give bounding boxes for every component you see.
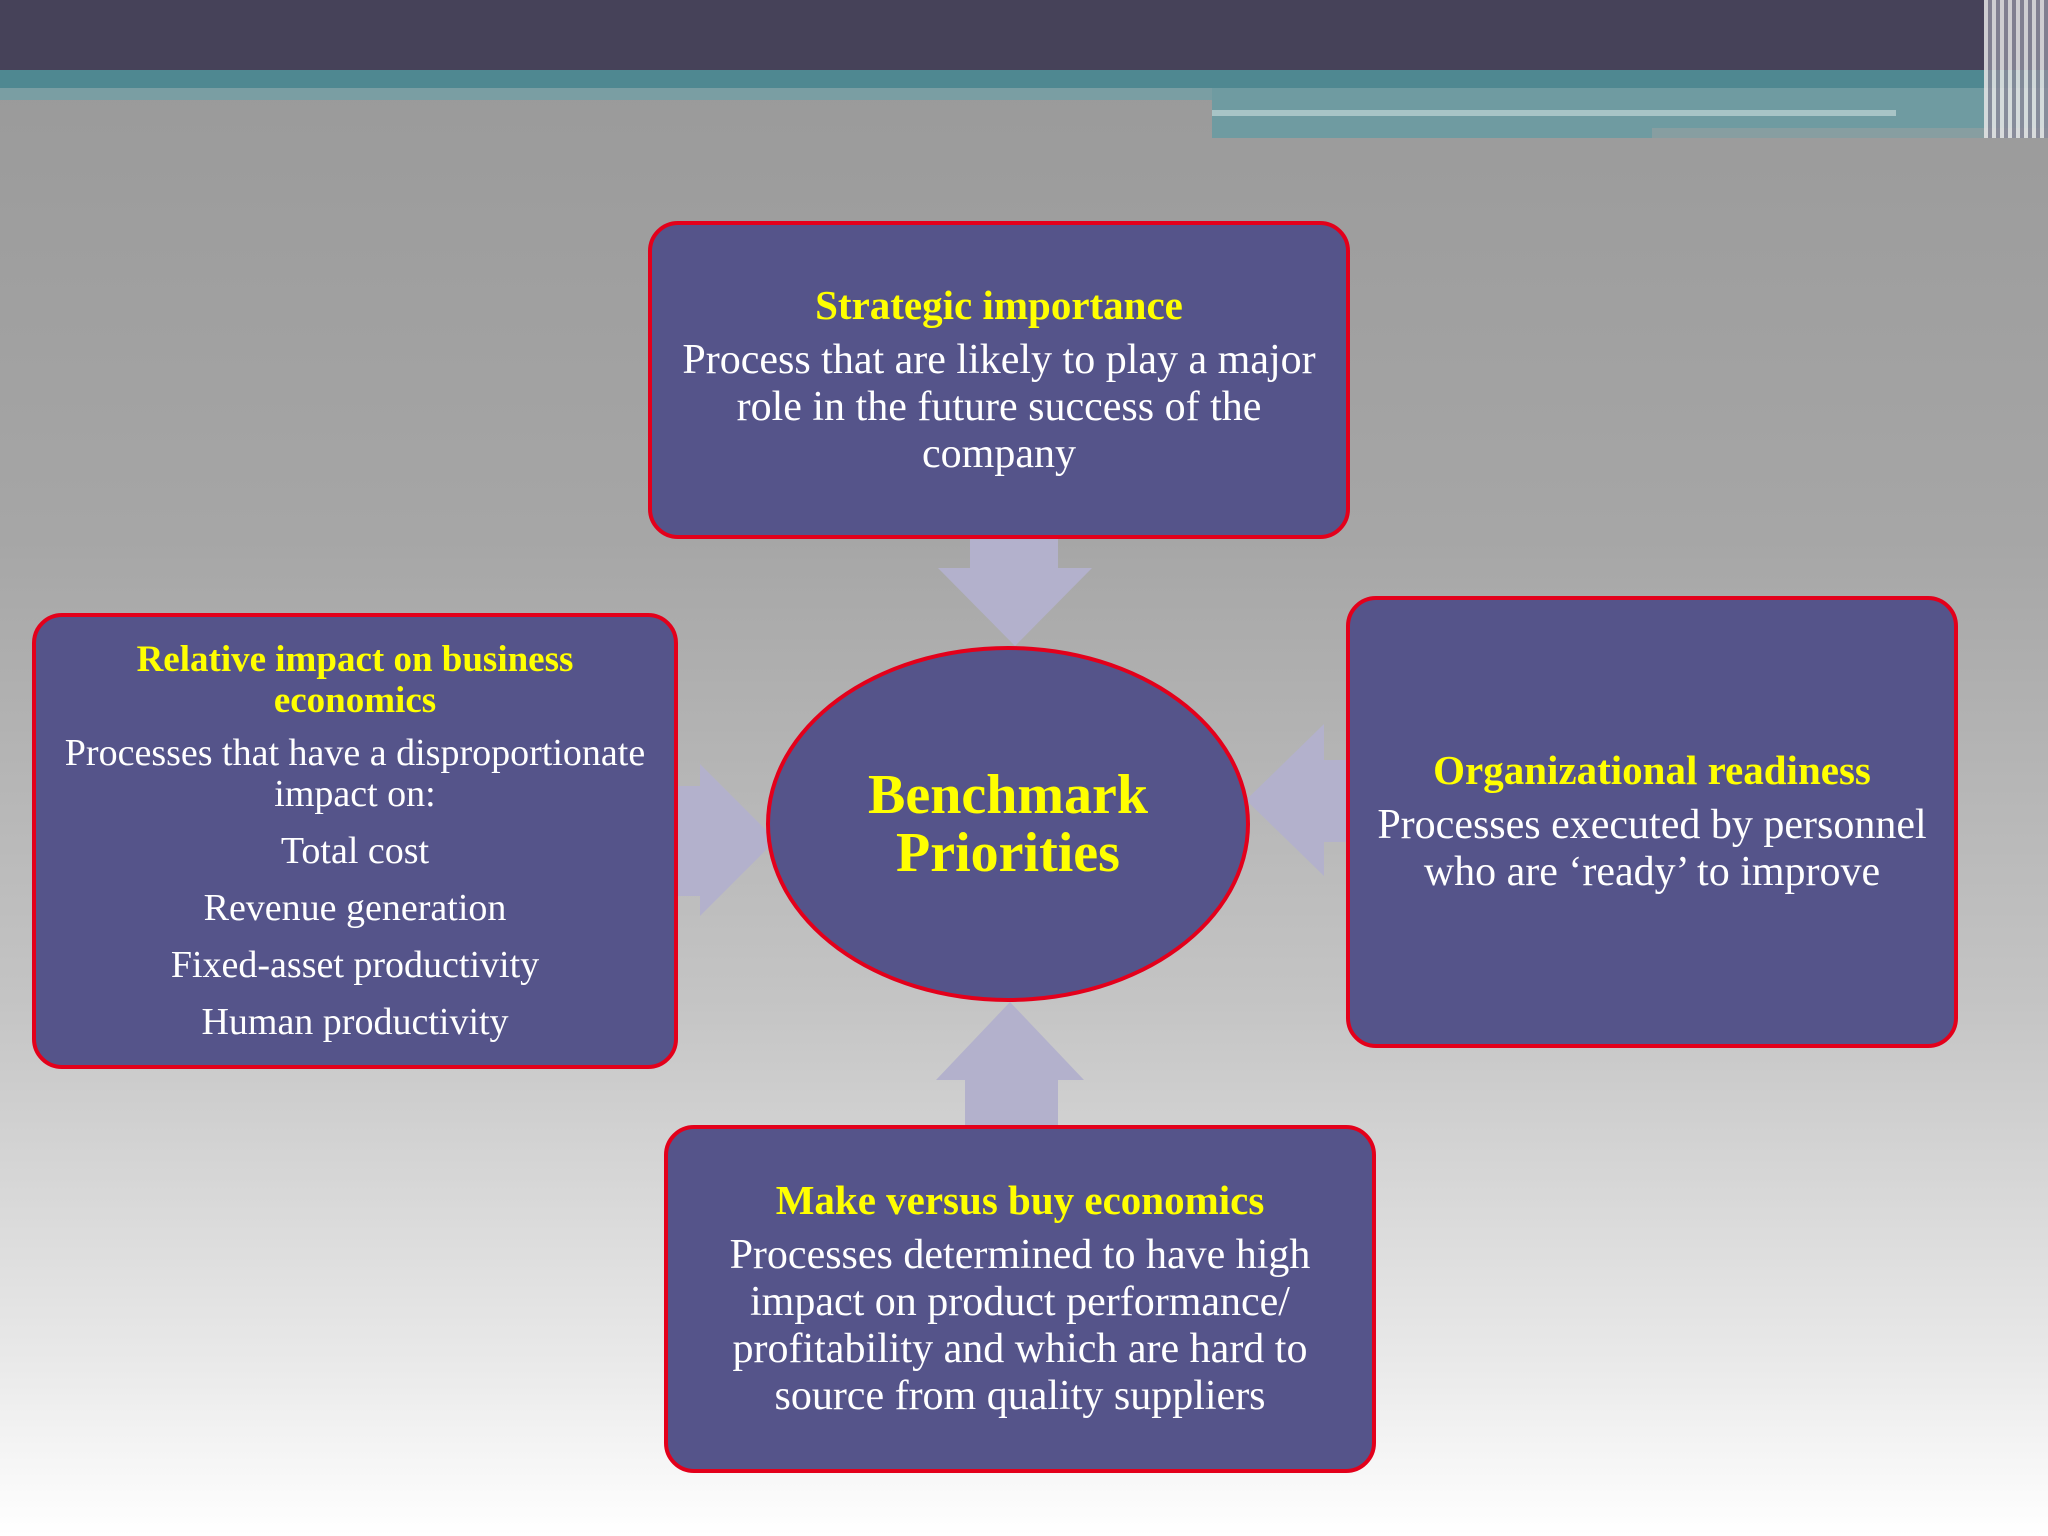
organizational-readiness-box: Organizational readiness Processes execu… [1346, 596, 1958, 1048]
strategic-importance-box: Strategic importance Process that are li… [648, 221, 1350, 539]
make-versus-buy-box: Make versus buy economics Processes dete… [664, 1125, 1376, 1473]
business-economics-body: Processes that have a disproportionate i… [64, 732, 646, 815]
list-item: Human productivity [201, 1001, 509, 1043]
header-accent-strip [1652, 128, 2048, 138]
make-versus-buy-heading: Make versus buy economics [775, 1177, 1265, 1223]
list-item: Fixed-asset productivity [170, 944, 540, 986]
strategic-importance-heading: Strategic importance [815, 281, 1183, 328]
header-accent-line [1212, 110, 1896, 116]
organizational-readiness-heading: Organizational readiness [1433, 747, 1871, 793]
list-item: Revenue generation [203, 887, 507, 929]
header-bar [0, 0, 2048, 70]
header-accent-band [0, 70, 2048, 88]
business-economics-heading: Relative impact on business economics [136, 639, 574, 721]
arrow-up-icon [936, 1002, 1084, 1125]
strategic-importance-body: Process that are likely to play a major … [682, 336, 1316, 477]
make-versus-buy-body: Processes determined to have high impact… [729, 1232, 1311, 1419]
benchmark-priorities-ellipse: Benchmark Priorities [766, 646, 1250, 1002]
arrow-down-icon [938, 539, 1092, 646]
center-title-line1: Benchmark [868, 764, 1148, 826]
arrow-right-icon [678, 764, 776, 916]
list-item: Total cost [280, 830, 430, 872]
center-title-line2: Priorities [896, 822, 1120, 884]
header-accent-band-left [0, 88, 1212, 100]
arrow-left-icon [1246, 724, 1346, 876]
organizational-readiness-body: Processes executed by personnel who are … [1377, 802, 1927, 895]
business-economics-box: Relative impact on business economics Pr… [32, 613, 678, 1069]
header-stripes [1984, 0, 2048, 138]
